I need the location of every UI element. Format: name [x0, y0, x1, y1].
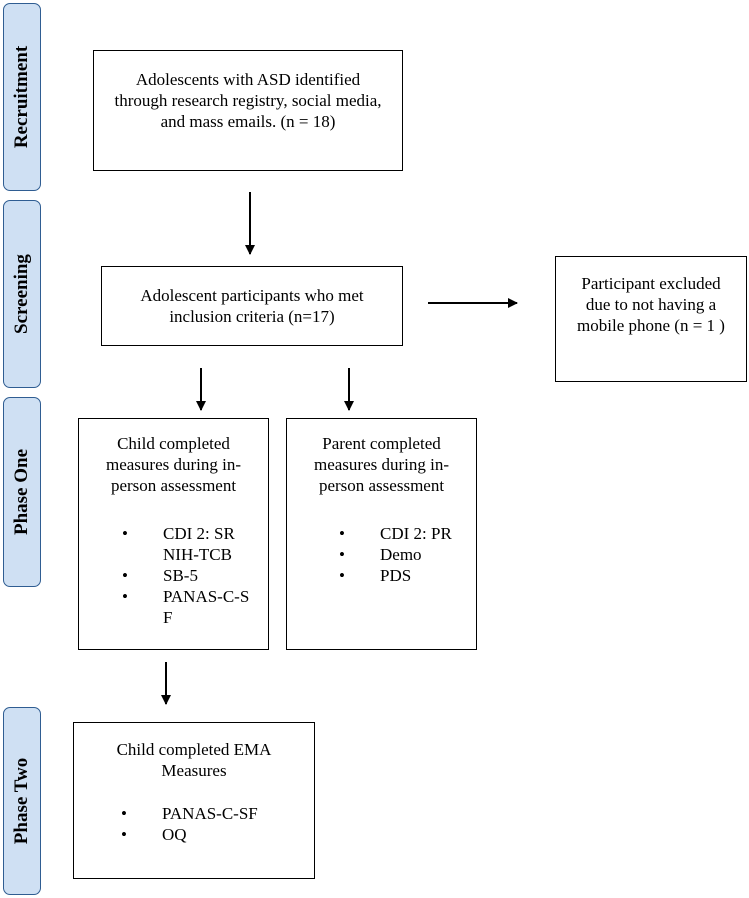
child-ema-list: PANAS-C-SF OQ	[121, 803, 258, 845]
bullet: •	[122, 566, 128, 585]
child-measures-title: Child completed measures during in-perso…	[105, 434, 242, 495]
list-item: OQ	[121, 824, 258, 845]
phase-label-recruitment: Recruitment	[3, 3, 41, 191]
list-item: • CDI 2: SR NIH-TCB	[122, 524, 235, 564]
recruitment-text: Adolescents with ASD identified through …	[114, 70, 382, 131]
bullet: •	[122, 587, 128, 606]
phase-label-phase-one: Phase One	[3, 397, 41, 587]
list-item: Demo	[339, 544, 452, 565]
list-item: CDI 2: PR	[339, 523, 452, 544]
phase-label-screening: Screening	[3, 200, 41, 388]
list-item: • PANAS-C-SF	[122, 587, 250, 627]
phase-label-phase-two: Phase Two	[3, 707, 41, 895]
list-item: PANAS-C-SF	[121, 803, 258, 824]
bullet: •	[122, 524, 128, 543]
parent-measures-box: Parent completed measures during in-pers…	[286, 418, 477, 650]
excluded-box: Participant excluded due to not having a…	[555, 256, 747, 382]
parent-measures-list: CDI 2: PR Demo PDS	[339, 523, 452, 586]
child-ema-box: Child completed EMA Measures PANAS-C-SF …	[73, 722, 315, 879]
list-item: • SB-5	[122, 566, 198, 585]
excluded-text: Participant excluded due to not having a…	[577, 274, 725, 335]
recruitment-box: Adolescents with ASD identified through …	[93, 50, 403, 171]
list-item: PDS	[339, 565, 452, 586]
child-ema-title: Child completed EMA Measures	[116, 740, 272, 780]
child-measures-list: • CDI 2: SR NIH-TCB • SB-5 • PANAS-C-SF	[122, 523, 267, 628]
child-measures-box: Child completed measures during in-perso…	[78, 418, 269, 650]
parent-measures-title: Parent completed measures during in-pers…	[313, 434, 450, 495]
screening-text: Adolescent participants who met inclusio…	[140, 286, 364, 326]
screening-box: Adolescent participants who met inclusio…	[101, 266, 403, 346]
